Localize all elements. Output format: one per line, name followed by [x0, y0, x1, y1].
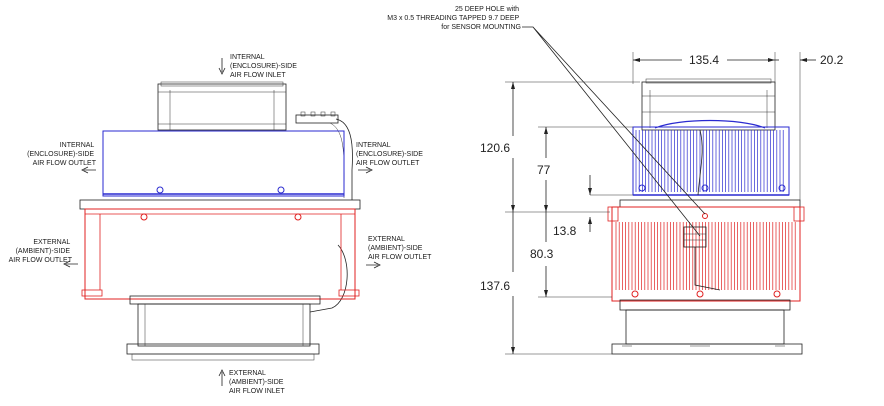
label-external-outlet-right: EXTERNAL (AMBIENT)-SIDE AIR FLOW OUTLET [368, 236, 432, 261]
side-external-heatsink [607, 206, 805, 302]
svg-text:20.2: 20.2 [820, 53, 844, 67]
label-internal-inlet: INTERNAL (ENCLOSURE)-SIDE AIR FLOW INLET [230, 54, 299, 79]
arrow-external-outlet-left [63, 260, 78, 268]
dim-lower-inner: 80.3 [530, 212, 612, 298]
label-internal-outlet-right: INTERNAL (ENCLOSURE)-SIDE AIR FLOW OUTLE… [356, 142, 425, 167]
arrow-internal-outlet-right [358, 166, 373, 174]
label-external-outlet-left: EXTERNAL (AMBIENT)-SIDE AIR FLOW OUTLET [9, 239, 73, 264]
dim-small: 13.8 [553, 175, 633, 238]
svg-text:120.6: 120.6 [480, 141, 510, 155]
side-external-fan [611, 299, 803, 355]
dim-upper-inner: 77 [537, 126, 633, 212]
dim-width: 135.4 [632, 52, 776, 84]
cable-gland [683, 129, 721, 291]
side-internal-heatsink [632, 119, 790, 196]
side-mounting-flange [619, 199, 801, 208]
arrow-internal-inlet [218, 58, 226, 75]
sensor-mounting-note: 25 DEEP HOLE with M3 x 0.5 THREADING TAP… [387, 6, 521, 31]
external-housing [81, 208, 360, 300]
svg-text:137.6: 137.6 [480, 279, 510, 293]
label-external-inlet: EXTERNAL (AMBIENT)-SIDE AIR FLOW INLET [229, 370, 285, 395]
arrow-internal-outlet-left [81, 166, 96, 174]
dim-lower-height: 137.6 [480, 212, 612, 355]
svg-text:77: 77 [537, 163, 551, 177]
dim-upper-height: 120.6 [480, 81, 640, 213]
svg-text:80.3: 80.3 [530, 247, 554, 261]
svg-text:135.4: 135.4 [689, 53, 719, 67]
side-internal-fan [641, 78, 776, 131]
internal-housing [102, 130, 345, 197]
arrow-external-inlet [218, 369, 226, 386]
internal-fan [157, 81, 287, 131]
label-internal-outlet-left: INTERNAL (ENCLOSURE)-SIDE AIR FLOW OUTLE… [27, 142, 97, 167]
external-fan [126, 295, 321, 361]
dim-offset: 20.2 [775, 52, 844, 200]
left-view: INTERNAL (ENCLOSURE)-SIDE AIR FLOW INLET… [9, 54, 433, 395]
mounting-flange [79, 199, 361, 210]
arrow-external-outlet-right [366, 261, 381, 269]
svg-text:13.8: 13.8 [553, 224, 577, 238]
right-view: 25 DEEP HOLE with M3 x 0.5 THREADING TAP… [387, 6, 844, 355]
note-leader-lines [522, 26, 706, 237]
